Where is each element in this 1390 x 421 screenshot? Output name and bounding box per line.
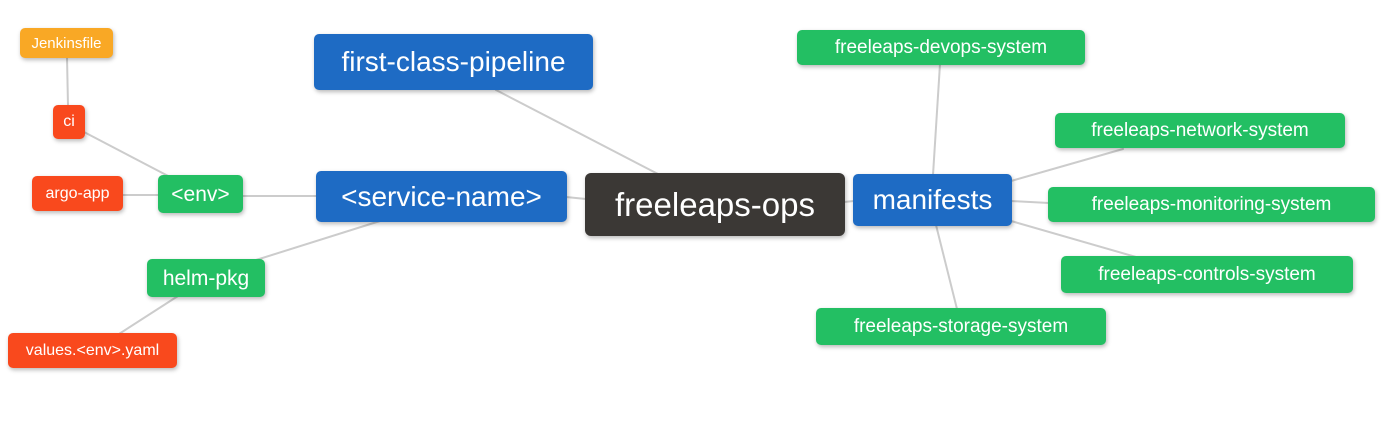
edge-jenkinsfile-ci — [66, 56, 69, 107]
edge-manifests-controls — [1010, 220, 1137, 258]
node-freeleaps-controls-system[interactable]: freeleaps-controls-system — [1061, 256, 1353, 293]
node-first-class-pipeline[interactable]: first-class-pipeline — [314, 34, 593, 90]
node-freeleaps-ops-root[interactable]: freeleaps-ops — [585, 173, 845, 236]
node-helm-pkg[interactable]: helm-pkg — [147, 259, 265, 297]
edge-servicename-ops — [565, 196, 587, 200]
edge-valuesyaml-helmpkg — [118, 295, 179, 335]
edge-ci-env — [83, 131, 173, 179]
edge-manifests-network — [1010, 148, 1124, 182]
edge-manifests-devops — [932, 63, 941, 176]
edge-helmpkg-servicename — [255, 220, 381, 261]
node-argo-app[interactable]: argo-app — [32, 176, 123, 211]
edge-ops-manifests — [843, 200, 855, 203]
node-manifests[interactable]: manifests — [853, 174, 1012, 226]
node-freeleaps-network-system[interactable]: freeleaps-network-system — [1055, 113, 1345, 148]
node-values-env-yaml[interactable]: values.<env>.yaml — [8, 333, 177, 368]
edge-manifests-storage — [935, 224, 958, 310]
node-freeleaps-storage-system[interactable]: freeleaps-storage-system — [816, 308, 1106, 345]
node-ci[interactable]: ci — [53, 105, 85, 139]
node-service-name[interactable]: <service-name> — [316, 171, 567, 222]
edge-firstclasspipeline-ops — [495, 89, 659, 175]
edge-manifests-monitoring — [1010, 200, 1050, 204]
node-env[interactable]: <env> — [158, 175, 243, 213]
node-freeleaps-monitoring-system[interactable]: freeleaps-monitoring-system — [1048, 187, 1375, 222]
node-jenkinsfile[interactable]: Jenkinsfile — [20, 28, 113, 58]
node-freeleaps-devops-system[interactable]: freeleaps-devops-system — [797, 30, 1085, 65]
